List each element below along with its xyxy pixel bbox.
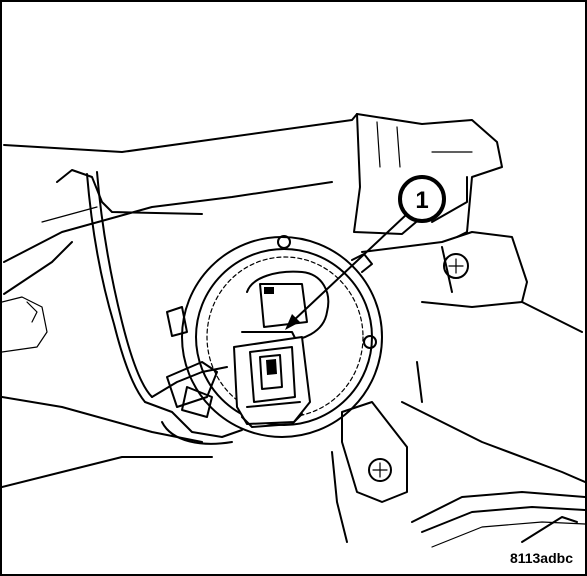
headlamp-lens-edge (401, 361, 585, 548)
callout-1: 1 (285, 175, 446, 330)
bulb-retaining-ring (166, 235, 383, 438)
mounting-bracket (353, 113, 583, 333)
figure-code: 8113adbc (509, 550, 573, 566)
lower-mounting-tab (331, 401, 408, 543)
callout-number: 1 (415, 187, 428, 214)
bulb-socket (241, 270, 330, 343)
housing-outline (2, 113, 358, 488)
electrical-connector (233, 336, 311, 428)
